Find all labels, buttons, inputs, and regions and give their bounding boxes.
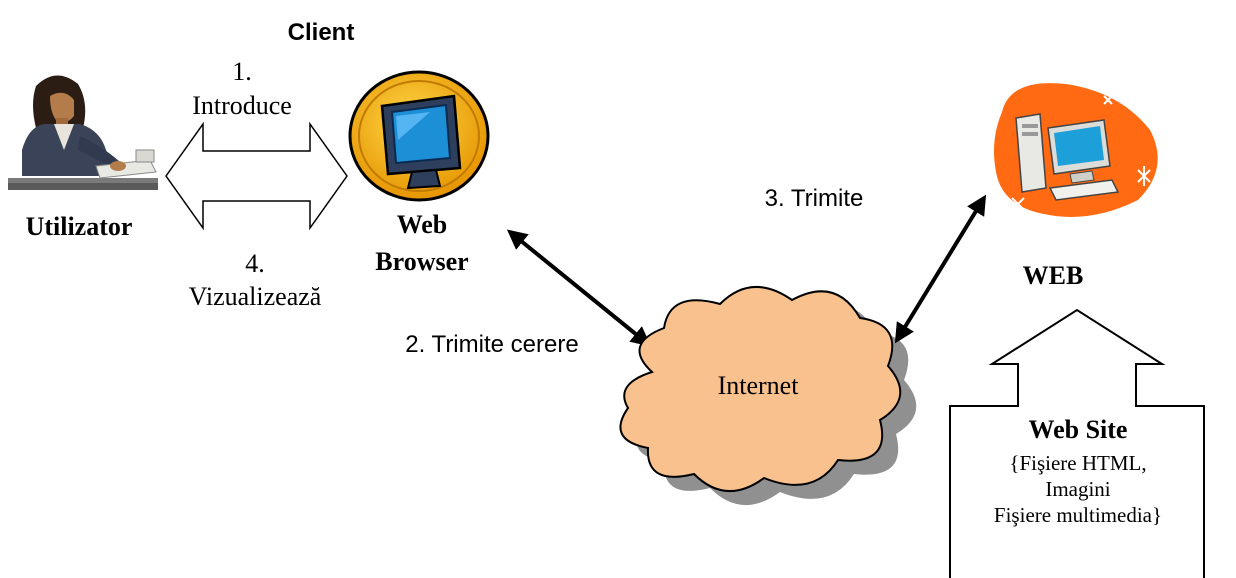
website-line1: {Fişiere HTML, [1009, 451, 1146, 475]
internet-cloud [619, 286, 917, 506]
web-browser-monitor-icon [348, 70, 490, 202]
step-send-request: 2. Trimite cerere [405, 331, 578, 358]
browser-label-line1: Web [397, 210, 448, 239]
desktop-computer-icon [994, 83, 1158, 217]
step-send: 3. Trimite [765, 185, 864, 212]
internet-web-arrow [894, 194, 987, 344]
step-introduce-number: 1. [232, 57, 252, 86]
browser-internet-arrow [506, 229, 652, 347]
user-label: Utilizator [26, 212, 133, 241]
step-introduce-text: Introduce [192, 91, 292, 120]
browser-label-line2: Browser [375, 247, 468, 276]
step-view-text: Vizualizează [189, 282, 322, 311]
internet-label: Internet [718, 371, 800, 400]
website-line2: Imagini [1045, 477, 1110, 501]
website-title: Web Site [1029, 415, 1128, 444]
step-view-number: 4. [245, 249, 265, 278]
website-up-arrow [949, 308, 1205, 578]
client-title: Client [288, 19, 355, 46]
double-arrow [165, 121, 348, 231]
woman-at-computer-icon [8, 75, 158, 190]
web-label: WEB [1023, 261, 1084, 290]
website-line3: Fişiere multimedia} [994, 503, 1162, 527]
